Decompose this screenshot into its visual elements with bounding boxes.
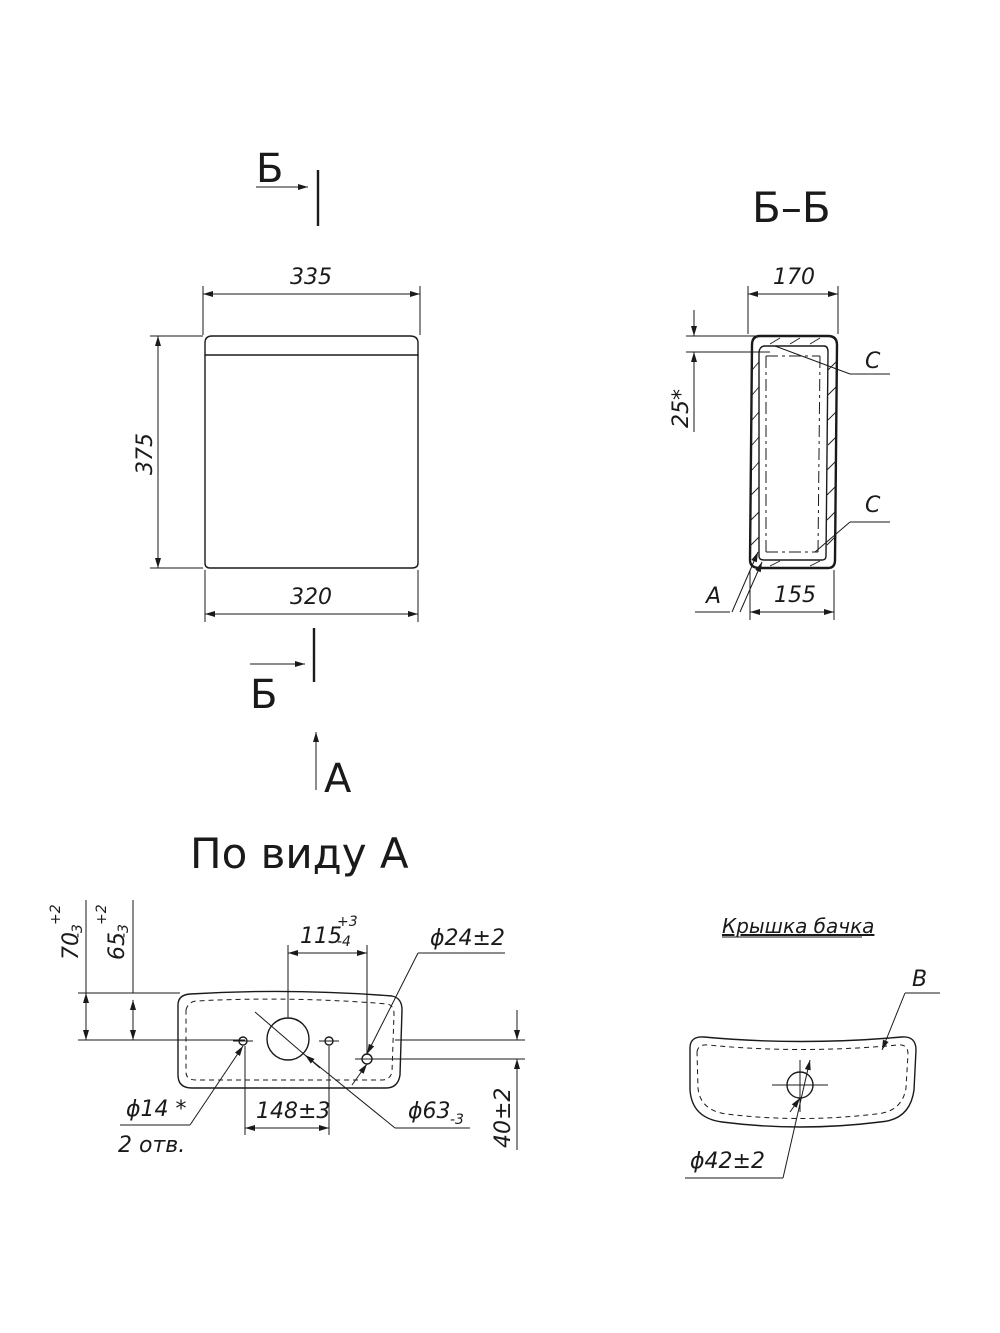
dim-63: ϕ63 xyxy=(408,1099,451,1124)
leader-14 xyxy=(189,1045,244,1126)
leader-a-1 xyxy=(731,551,759,613)
dim-25: 25* xyxy=(669,389,694,428)
dim-115-tol-down: -4 xyxy=(337,934,351,950)
dim-bottom-width: 320 xyxy=(290,585,332,610)
leader-a-2 xyxy=(739,561,763,613)
dim-65-tol-up: +2 xyxy=(94,904,110,925)
leader-63 xyxy=(304,1054,396,1129)
dim-148: 148±3 xyxy=(256,1099,330,1124)
label-c-bottom: C xyxy=(865,493,881,518)
label-b: B xyxy=(912,967,927,992)
view-a: По виду А 70 -3 +2 65 -3 +2 115 +3 -4 xyxy=(48,829,525,1158)
view-a-title: По виду А xyxy=(190,829,409,878)
dim-70-tol: -3 xyxy=(70,924,86,938)
dim-24: ϕ24±2 xyxy=(430,926,505,951)
section-inner-wall xyxy=(758,345,829,561)
dim-170: 170 xyxy=(773,265,815,290)
wall-hatching xyxy=(750,337,837,567)
dim-115-tol-up: +3 xyxy=(337,914,358,930)
label-c-top: C xyxy=(865,349,881,374)
dim-top-width: 335 xyxy=(290,265,332,290)
front-view: Б 335 375 320 Б A xyxy=(133,146,421,802)
leader-42 xyxy=(782,1059,811,1179)
dim-70-tol-up: +2 xyxy=(48,904,64,925)
lid-title: Крышка бачка xyxy=(722,914,874,938)
leader-c-bottom xyxy=(814,521,851,553)
dim-14: ϕ14 * xyxy=(126,1097,187,1122)
view-a-outline xyxy=(177,990,403,1089)
dim-155: 155 xyxy=(774,583,816,608)
leader-42-b xyxy=(789,1097,801,1113)
section-hidden-lines xyxy=(765,355,821,553)
tank-lid-outline xyxy=(204,335,419,356)
dim-115: 115 xyxy=(300,924,342,949)
dim-height: 375 xyxy=(133,433,158,475)
label-a: A xyxy=(704,584,721,609)
view-arrow-label: A xyxy=(324,756,352,802)
leader-24 xyxy=(366,952,419,1055)
leader-c-top xyxy=(774,345,851,375)
dim-42: ϕ42±2 xyxy=(690,1149,765,1174)
lid-view: Крышка бачка B ϕ42±2 xyxy=(685,914,940,1179)
section-mark-top: Б xyxy=(256,146,283,192)
dim-70: 70 xyxy=(59,932,84,960)
section-title: Б–Б xyxy=(752,183,831,232)
holes-note: 2 отв. xyxy=(118,1133,185,1158)
lid-outline xyxy=(689,1036,917,1128)
dim-65: 65 xyxy=(105,932,130,960)
leader-b xyxy=(881,992,906,1051)
leader-24-b xyxy=(351,1063,368,1086)
dim-63-tol: -3 xyxy=(450,1112,464,1128)
dim-40: 40±2 xyxy=(491,1088,516,1148)
section-outer-wall xyxy=(748,334,839,570)
section-view: Б–Б xyxy=(669,183,890,620)
dim-65-tol: -3 xyxy=(116,924,132,938)
tank-body-outline xyxy=(204,355,419,569)
section-mark-bottom: Б xyxy=(250,672,277,718)
lid-inner-outline xyxy=(696,1044,909,1119)
